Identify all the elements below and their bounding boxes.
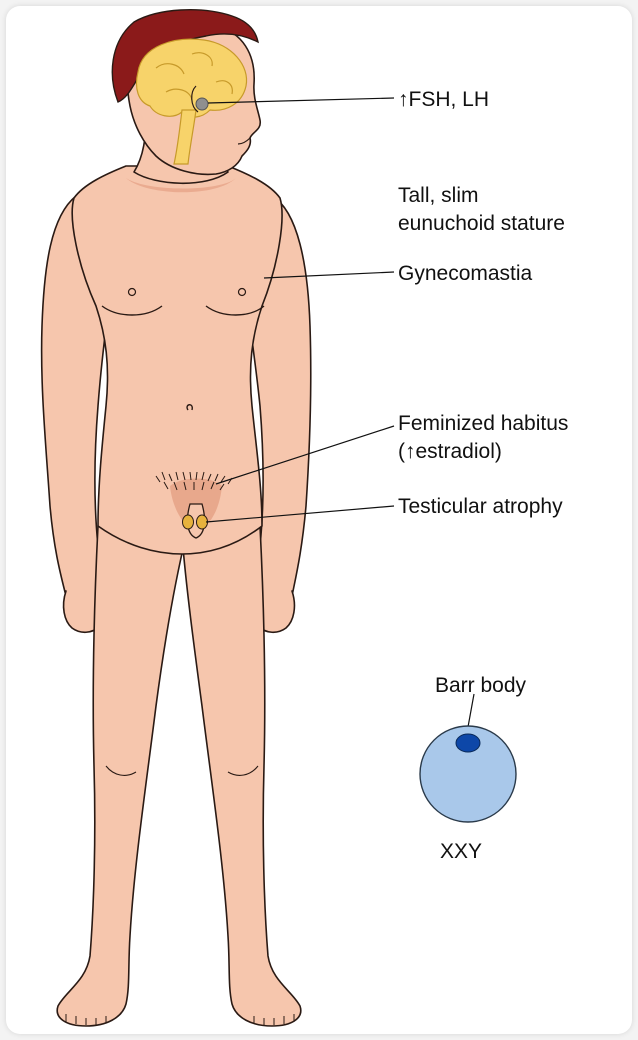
label-karyotype: XXY bbox=[440, 840, 482, 863]
left-testis bbox=[183, 515, 194, 529]
pituitary-gland bbox=[196, 98, 208, 110]
label-barr-body: Barr body bbox=[435, 674, 527, 697]
human-figure bbox=[42, 24, 311, 1026]
label-feminized-line1: Feminized habitus bbox=[398, 412, 568, 435]
label-stature-line1: Tall, slim bbox=[398, 184, 479, 207]
brain bbox=[137, 39, 247, 117]
barr-body bbox=[456, 734, 480, 752]
label-stature-line2: eunuchoid stature bbox=[398, 212, 565, 235]
figure-card: ↑FSH, LH Tall, slim eunuchoid stature Gy… bbox=[6, 6, 632, 1034]
label-gynecomastia: Gynecomastia bbox=[398, 262, 533, 285]
cell-diagram bbox=[420, 726, 516, 822]
label-fsh-lh: ↑FSH, LH bbox=[398, 88, 489, 111]
klinefelter-illustration: ↑FSH, LH Tall, slim eunuchoid stature Gy… bbox=[6, 6, 632, 1034]
label-testicular-atrophy: Testicular atrophy bbox=[398, 495, 563, 518]
right-testis bbox=[197, 515, 208, 529]
label-feminized-line2: (↑estradiol) bbox=[398, 440, 502, 463]
